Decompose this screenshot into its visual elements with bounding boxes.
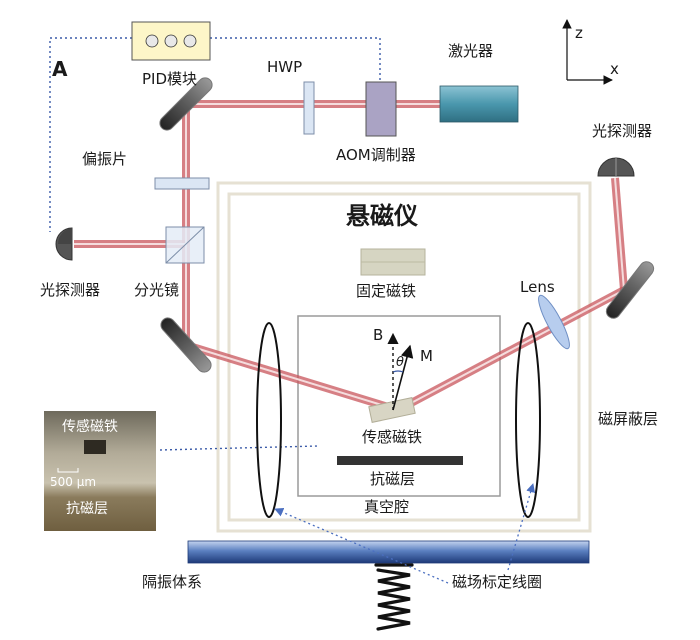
label-axis-x: x bbox=[610, 60, 619, 78]
fixed-magnet bbox=[360, 248, 426, 276]
label-hwp: HWP bbox=[267, 58, 302, 76]
label-isolation-system: 隔振体系 bbox=[142, 573, 202, 591]
label-laser: 激光器 bbox=[448, 42, 493, 60]
vacuum-chamber-frame bbox=[297, 315, 501, 497]
label-detector-left: 光探测器 bbox=[40, 281, 100, 299]
label-levitator: 悬磁仪 bbox=[346, 202, 419, 230]
label-pid-module: PID模块 bbox=[142, 70, 197, 88]
label-lens: Lens bbox=[520, 278, 555, 296]
laser-beam-core bbox=[74, 103, 625, 411]
label-beam-splitter: 分光镜 bbox=[134, 281, 179, 299]
label-angle: θ bbox=[396, 355, 404, 370]
label-axis-z: z bbox=[575, 24, 583, 42]
label-calibration-coil: 磁场标定线圈 bbox=[452, 573, 542, 591]
inset-label-scale: 500 μm bbox=[50, 475, 96, 489]
magnetization-vector-m bbox=[392, 344, 414, 411]
beam-splitter bbox=[165, 226, 205, 264]
mirror-bottom-left bbox=[160, 317, 212, 373]
label-detector-right: 光探测器 bbox=[592, 122, 652, 140]
label-sensor-magnet: 传感磁铁 bbox=[362, 428, 422, 446]
feedback-line-right bbox=[210, 37, 381, 80]
feedback-line-left bbox=[49, 37, 132, 232]
coil-arrow-left bbox=[274, 508, 449, 584]
label-field-vector: B bbox=[373, 326, 383, 344]
diamagnetic-bar bbox=[337, 456, 463, 465]
detector-left bbox=[55, 227, 73, 261]
inset-pointer-line bbox=[159, 445, 319, 451]
spring-icon bbox=[374, 563, 414, 631]
calibration-coil-right bbox=[515, 322, 541, 518]
label-diamagnetic-layer: 抗磁层 bbox=[370, 470, 415, 488]
label-aom: AOM调制器 bbox=[336, 146, 416, 164]
panel-letter: A bbox=[52, 57, 68, 81]
sensor-magnet bbox=[368, 397, 416, 423]
hwp-plate bbox=[303, 81, 315, 135]
detector-right bbox=[597, 157, 635, 177]
mirror-top-left bbox=[159, 77, 213, 131]
laser-source bbox=[439, 85, 519, 123]
inset-label-diamagnetic-layer: 抗磁层 bbox=[66, 501, 108, 517]
calibration-coil-left bbox=[256, 322, 282, 518]
label-vacuum-chamber: 真空腔 bbox=[364, 498, 409, 516]
isolation-table bbox=[187, 540, 590, 564]
inset-label-sensor-magnet: 传感磁铁 bbox=[62, 418, 118, 435]
polarizer bbox=[154, 177, 210, 190]
label-polarizer: 偏振片 bbox=[82, 150, 127, 168]
axes-indicator bbox=[562, 19, 613, 85]
lens bbox=[538, 294, 570, 350]
label-magnetic-shield: 磁屏蔽层 bbox=[598, 410, 658, 428]
label-magnetization-vector: M bbox=[420, 347, 433, 365]
pid-module bbox=[131, 21, 211, 61]
angle-arc bbox=[392, 370, 404, 373]
aom-modulator bbox=[365, 81, 397, 137]
mirror-right bbox=[605, 261, 655, 319]
inset-photo bbox=[44, 411, 156, 531]
label-fixed-magnet: 固定磁铁 bbox=[356, 282, 416, 300]
